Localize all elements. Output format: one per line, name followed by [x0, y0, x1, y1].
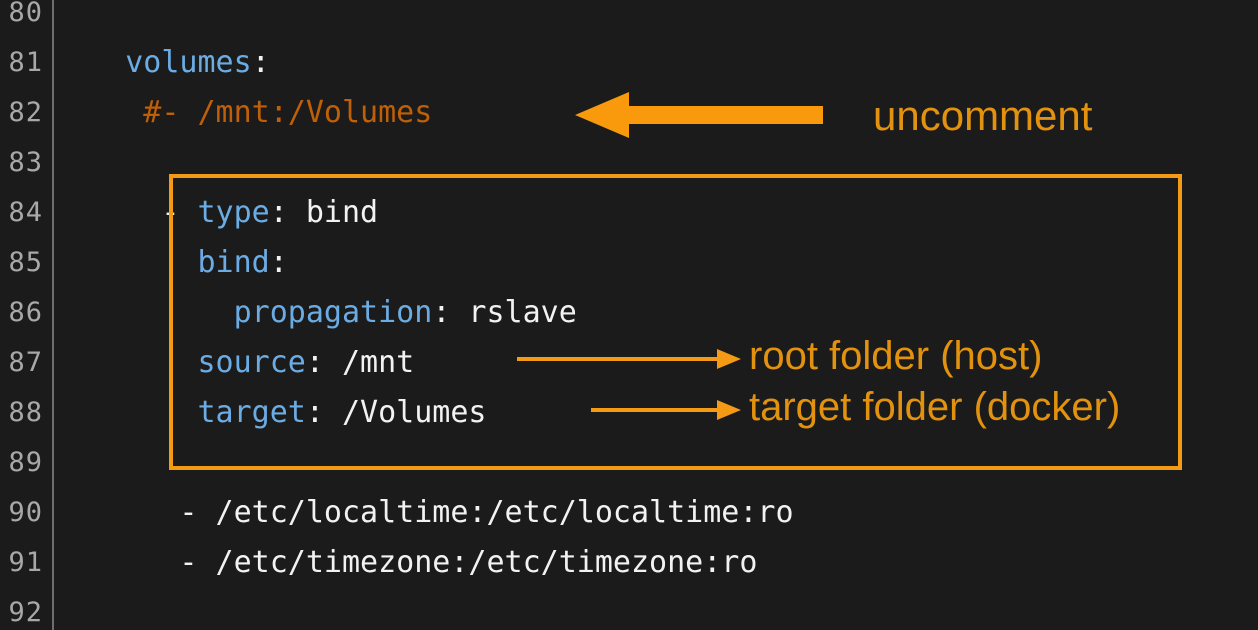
line-number: 82: [8, 97, 43, 128]
code-token-plain: :: [251, 45, 270, 80]
line-number: 92: [8, 597, 43, 628]
target-folder-annotation-label: target folder (docker): [749, 385, 1121, 429]
line-number: 87: [8, 347, 43, 378]
code-line[interactable]: propagation: rslave: [53, 288, 577, 338]
code-token-plain: - /etc/localtime:/etc/localtime:ro: [53, 495, 794, 530]
code-token-key: source: [197, 345, 306, 380]
line-number: 89: [8, 447, 43, 478]
code-line[interactable]: bind:: [53, 238, 288, 288]
line-number: 84: [8, 197, 43, 228]
code-line[interactable]: target: /Volumes: [53, 388, 487, 438]
line-number: 88: [8, 397, 43, 428]
code-token-key: bind: [197, 245, 270, 280]
code-token-key: target: [197, 395, 306, 430]
line-number: 83: [8, 147, 43, 178]
code-content[interactable]: volumes: #- /mnt:/Volumes - type: bind b…: [53, 0, 1258, 630]
line-number: 90: [8, 497, 43, 528]
code-token-plain: :: [269, 245, 288, 280]
code-line[interactable]: - /etc/timezone:/etc/timezone:ro: [53, 538, 757, 588]
line-number: 86: [8, 297, 43, 328]
source-arrow-icon: [517, 349, 741, 369]
code-token-plain: : /Volumes: [305, 395, 487, 430]
code-token-plain: : rslave: [432, 295, 577, 330]
code-token-plain: [53, 245, 198, 280]
code-line[interactable]: volumes:: [53, 38, 270, 88]
line-number: 91: [8, 547, 43, 578]
code-token-plain: [53, 345, 198, 380]
line-number: 81: [8, 47, 43, 78]
code-token-key: propagation: [233, 295, 433, 330]
code-token-plain: -: [53, 195, 198, 230]
root-folder-annotation-label: root folder (host): [749, 334, 1043, 378]
line-number: 85: [8, 247, 43, 278]
gutter-divider: [52, 0, 54, 630]
code-token-plain: [53, 295, 234, 330]
code-token-plain: : bind: [269, 195, 379, 230]
code-line[interactable]: - /etc/localtime:/etc/localtime:ro: [53, 488, 794, 538]
target-arrow-icon: [591, 400, 741, 420]
uncomment-annotation-label: uncomment: [873, 92, 1093, 139]
code-line[interactable]: - type: bind: [53, 188, 378, 238]
code-token-plain: : /mnt: [305, 345, 415, 380]
code-token-plain: [53, 395, 198, 430]
code-line[interactable]: source: /mnt: [53, 338, 415, 388]
line-number: 80: [8, 0, 43, 28]
code-token-comment: #- /mnt:/Volumes: [53, 95, 433, 130]
code-token-key: type: [197, 195, 270, 230]
code-token-plain: - /etc/timezone:/etc/timezone:ro: [53, 545, 758, 580]
code-token-key: volumes: [53, 45, 252, 80]
line-number-gutter: 80 81 82 83 84 85 86 87 88 89 90 91 92: [0, 0, 53, 630]
uncomment-arrow-icon: [575, 92, 823, 138]
code-line[interactable]: #- /mnt:/Volumes: [53, 88, 432, 138]
